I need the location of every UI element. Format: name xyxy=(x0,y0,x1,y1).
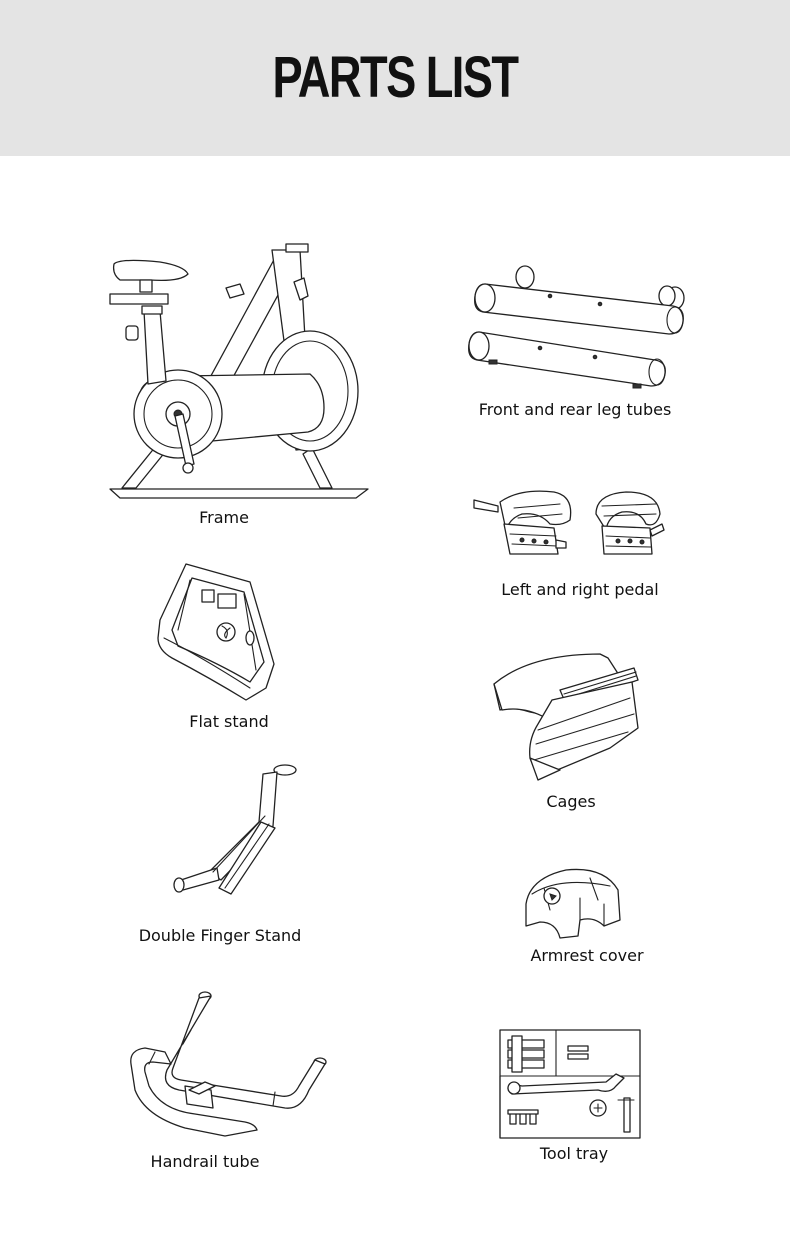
leg-tubes-icon xyxy=(465,262,690,397)
part-tool-tray xyxy=(498,1028,643,1140)
pedals-icon xyxy=(470,484,670,569)
part-flat-stand xyxy=(150,560,280,705)
part-cages xyxy=(490,648,640,788)
tool-tray-icon xyxy=(498,1028,643,1140)
part-label-frame: Frame xyxy=(199,508,249,527)
part-label-leg-tubes: Front and rear leg tubes xyxy=(478,400,672,419)
part-double-finger-stand xyxy=(165,760,310,900)
armrest-cover-icon xyxy=(520,864,625,944)
part-frame xyxy=(100,236,380,506)
part-label-handrail-tube: Handrail tube xyxy=(150,1152,260,1171)
part-pedals xyxy=(470,484,670,569)
part-leg-tubes xyxy=(465,262,690,397)
part-label-flat-stand: Flat stand xyxy=(189,712,269,731)
header-banner: PARTS LIST xyxy=(0,0,790,156)
part-label-double-finger-stand: Double Finger Stand xyxy=(138,926,302,945)
flat-stand-icon xyxy=(150,560,280,705)
exercise-bike-frame-icon xyxy=(100,236,380,506)
double-finger-stand-icon xyxy=(165,760,310,900)
part-label-cages: Cages xyxy=(546,792,596,811)
part-handrail-tube xyxy=(125,990,335,1140)
cages-icon xyxy=(490,648,640,788)
part-armrest-cover xyxy=(520,864,625,944)
part-label-tool-tray: Tool tray xyxy=(539,1144,609,1163)
page-title: PARTS LIST xyxy=(272,45,520,110)
part-label-pedals: Left and right pedal xyxy=(501,580,659,599)
part-label-armrest-cover: Armrest cover xyxy=(530,946,644,965)
handrail-tube-icon xyxy=(125,990,335,1140)
